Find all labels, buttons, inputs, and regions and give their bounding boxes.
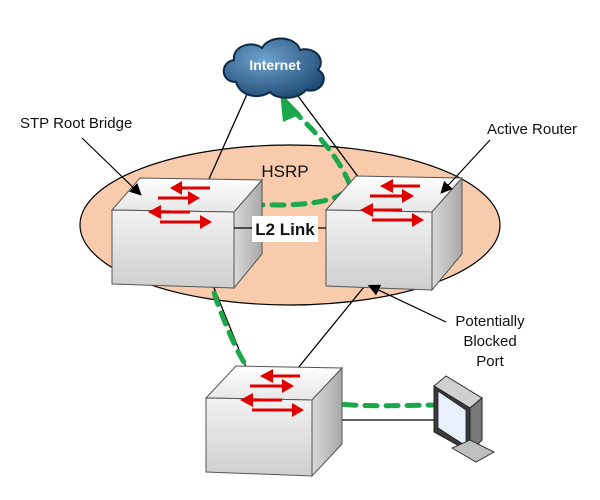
internet-cloud-icon: Internet: [222, 37, 325, 99]
active-router-pointer: [440, 139, 491, 194]
pc-monitor-icon: [433, 375, 496, 463]
link-internet-active: [294, 91, 363, 183]
link-internet-root: [204, 91, 249, 189]
stp-root-bridge-label: STP Root Bridge: [20, 115, 132, 132]
l2-link: L2 Link: [234, 216, 326, 242]
active-router-label: Active Router: [487, 121, 577, 138]
switch-arrows-icon: [360, 179, 424, 227]
switch-root-bridge: [110, 177, 264, 290]
switch-arrows-icon: [240, 369, 304, 417]
switch-access: [204, 365, 344, 478]
blocked-port-label-line3: Port: [476, 353, 504, 370]
stp-root-pointer: [81, 137, 142, 196]
hsrp-label: HSRP: [261, 162, 308, 181]
blocked-port-label-line1: Potentially: [455, 313, 525, 330]
l2-link-label: L2 Link: [255, 220, 315, 239]
switch-active-router: [324, 175, 464, 292]
blocked-port-pointer: [367, 284, 447, 323]
link-active-access: [297, 281, 369, 369]
traffic-arrowhead: [280, 92, 301, 122]
blocked-port-label-line2: Blocked: [463, 333, 516, 350]
internet-label: Internet: [249, 57, 301, 73]
switch-arrows-icon: [148, 181, 212, 229]
